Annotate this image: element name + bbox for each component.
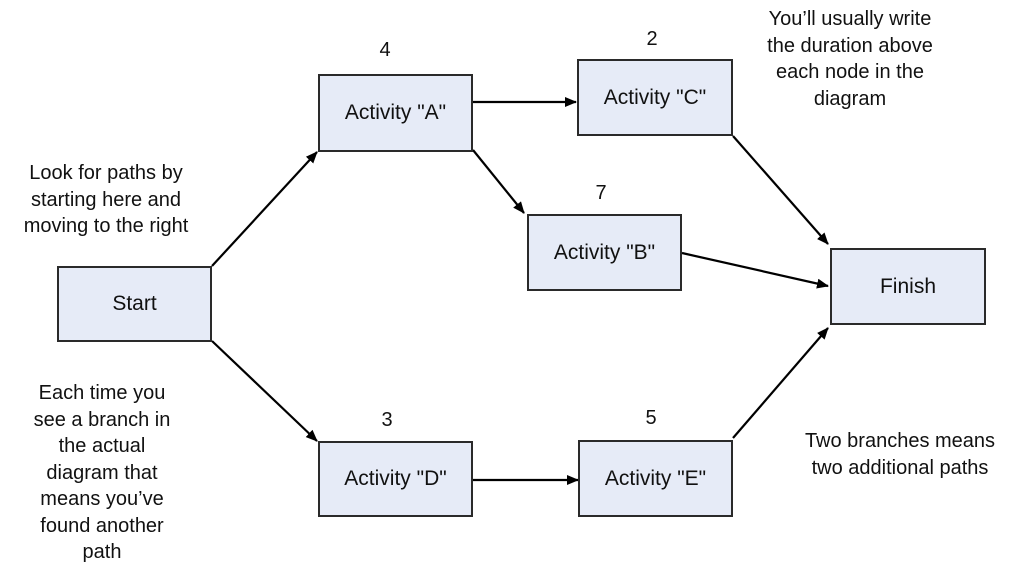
node-activity-b: Activity "B" <box>527 214 682 291</box>
node-activity-e: Activity "E" <box>578 440 733 517</box>
edge-a-b <box>472 149 525 214</box>
duration-c: 2 <box>646 28 658 50</box>
node-activity-a: Activity "A" <box>318 74 473 152</box>
edge-start-d <box>211 340 318 442</box>
edge-b-finish <box>681 251 829 289</box>
note-look-for-paths: Look for paths by starting here and movi… <box>23 162 189 237</box>
edge-e-finish <box>732 327 829 439</box>
node-activity-c: Activity "C" <box>577 59 733 136</box>
node-finish: Finish <box>830 248 986 325</box>
duration-d: 3 <box>381 409 393 431</box>
duration-a: 4 <box>379 39 391 61</box>
duration-b: 7 <box>595 182 607 204</box>
note-duration: You’ll usually write the duration above … <box>767 8 933 110</box>
edge-c-finish <box>732 135 829 245</box>
node-activity-d: Activity "D" <box>318 441 473 517</box>
note-branch: Each time you see a branch in the actual… <box>33 382 171 563</box>
edge-start-a <box>211 151 318 267</box>
duration-e: 5 <box>645 407 657 429</box>
node-start: Start <box>57 266 212 342</box>
note-two-branches: Two branches means two additional paths <box>804 430 996 479</box>
